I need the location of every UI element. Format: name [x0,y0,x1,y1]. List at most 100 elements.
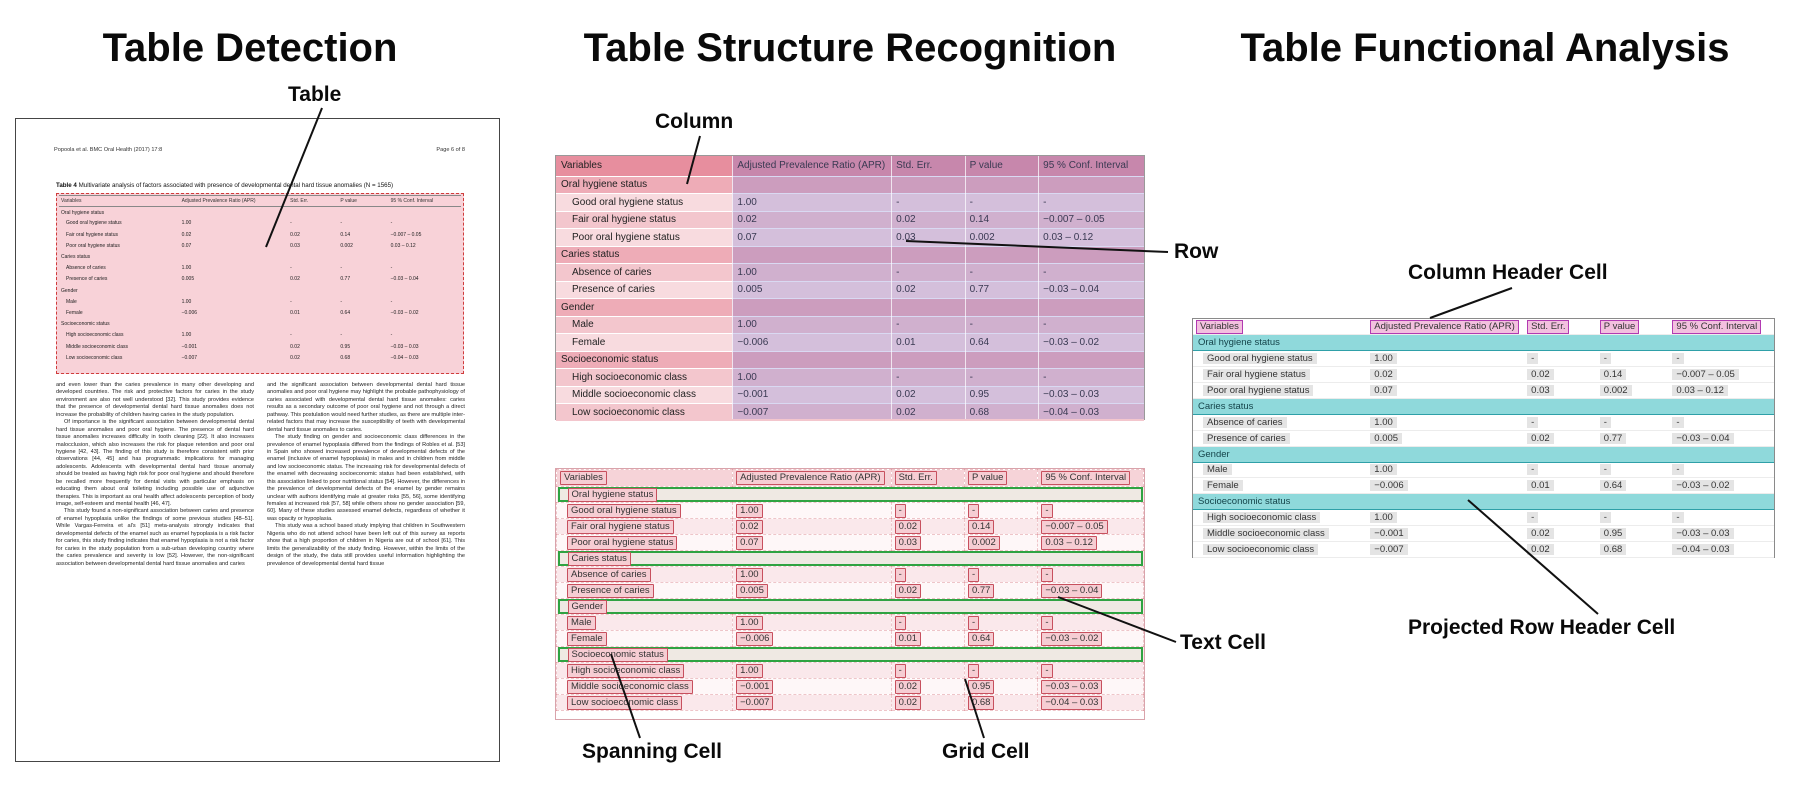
data-cell: 1.00 [181,332,192,339]
data-cell: −0.001 [181,343,198,350]
projected-row-header-cell: Caries status [1193,397,1774,415]
data-cell: 0.02 [290,354,300,361]
grid-cell: 0.03 – 0.12 [1037,534,1144,551]
body-paragraph: and the significant association between … [267,382,465,433]
data-cell: 0.02 [1367,366,1525,384]
grid-cell: 0.95 [963,678,1039,695]
table-caption: Table 4 Multivariate analysis of factors… [56,182,465,189]
data-cell: 0.02 [1524,430,1597,447]
data-cell: 0.02 [732,211,892,229]
grid-cell: - [963,502,1039,519]
data-cell: −0.03 – 0.03 [390,343,419,350]
data-cell: - [390,220,393,227]
data-cell: - [891,368,965,387]
data-cell: 0.002 [340,242,353,249]
section-label-cell: Oral hygiene status [1193,334,1774,352]
data-cell: - [1596,462,1670,479]
data-cell: 0.64 [964,333,1039,352]
data-cell: 0.68 [1596,541,1670,558]
annotation-text-cell-label: Text Cell [1180,631,1266,654]
data-cell: −0.007 [1367,541,1525,558]
row-label-cell: Presence of caries [556,281,733,299]
panel-title-table-detection: Table Detection [102,26,398,70]
grid-cell: 0.02 [890,582,965,599]
section-label-cell: Socioeconomic status [1193,493,1774,511]
data-cell: - [390,332,393,339]
body-column-left: and even lower than the caries prevalenc… [56,382,254,568]
section-label-cell: Oral hygiene status [61,209,105,216]
section-row: Oral hygiene status [59,207,461,218]
column-header-cell: Std. Err. [1524,319,1597,336]
section-label-cell: Caries status [1193,397,1774,415]
data-cell: 0.77 [964,281,1039,299]
grid-cell: 1.00 [732,662,892,679]
data-cell: 0.07 [732,228,892,247]
table-caption-number: Table 4 [56,182,77,189]
data-cell: - [1669,350,1774,368]
data-cell: - [891,263,965,282]
grid-cell: - [890,662,965,679]
section-row: Gender [556,598,1144,615]
grid-cell: −0.007 – 0.05 [1037,518,1144,535]
data-cell: 0.02 [891,386,965,404]
data-cell: - [340,332,343,339]
data-cell: - [340,220,343,227]
data-cell: −0.007 – 0.05 [390,231,422,238]
data-cell: - [1524,350,1597,368]
grid-cell: - [963,662,1039,679]
column-header-cell: P value [963,469,1039,487]
row-label-cell: Absence of caries [556,263,733,282]
row-label-cell: Middle socioeconomic class [66,343,128,350]
grid-cell: −0.03 – 0.04 [1037,582,1144,599]
data-cell: 0.02 [1524,541,1597,558]
grid-cell: 0.07 [732,534,892,551]
data-cell: −0.04 – 0.03 [1038,403,1144,422]
data-cell: 0.95 [964,386,1039,404]
column-header-cell: Std. Err. [288,194,339,208]
data-cell: 0.02 [891,281,965,299]
data-cell: 0.14 [1596,366,1670,384]
section-label-cell: Socioeconomic status [556,646,1144,663]
document-page: Popoola et al. BMC Oral Health (2017) 17… [15,118,500,762]
grid-cell: −0.006 [732,630,892,647]
data-cell: - [964,368,1039,387]
data-cell: −0.03 – 0.02 [1669,477,1774,495]
data-cell: −0.03 – 0.04 [1038,281,1144,299]
data-cell: 1.00 [1367,509,1525,527]
column-overlay [1038,156,1144,419]
column-overlay [964,156,1039,419]
data-cell: 0.02 [891,403,965,422]
row-label-cell: Low socioeconomic class [555,694,734,711]
data-cell: 0.07 [181,242,192,249]
row-label-cell: Female [1193,477,1368,495]
row-label-cell: Fair oral hygiene status [555,518,734,535]
document-page-number: Page 6 of 8 [436,147,465,153]
data-cell: −0.04 – 0.03 [390,354,419,361]
row-label-cell: Male [555,614,734,631]
section-label-cell: Gender [61,287,78,294]
row-label-cell: Presence of caries [1193,430,1368,447]
section-row: Oral hygiene status [556,176,1144,194]
grid-cell: 0.02 [890,678,965,695]
panel-title-functional-analysis: Table Functional Analysis [1240,26,1730,70]
grid-cell: - [1037,614,1144,631]
column-header-cell: Adjusted Prevalence Ratio (APR) [179,194,289,208]
row-label-cell: Presence of caries [66,276,108,283]
grid-cell: 0.02 [890,518,965,535]
data-cell: 0.77 [1596,430,1670,447]
